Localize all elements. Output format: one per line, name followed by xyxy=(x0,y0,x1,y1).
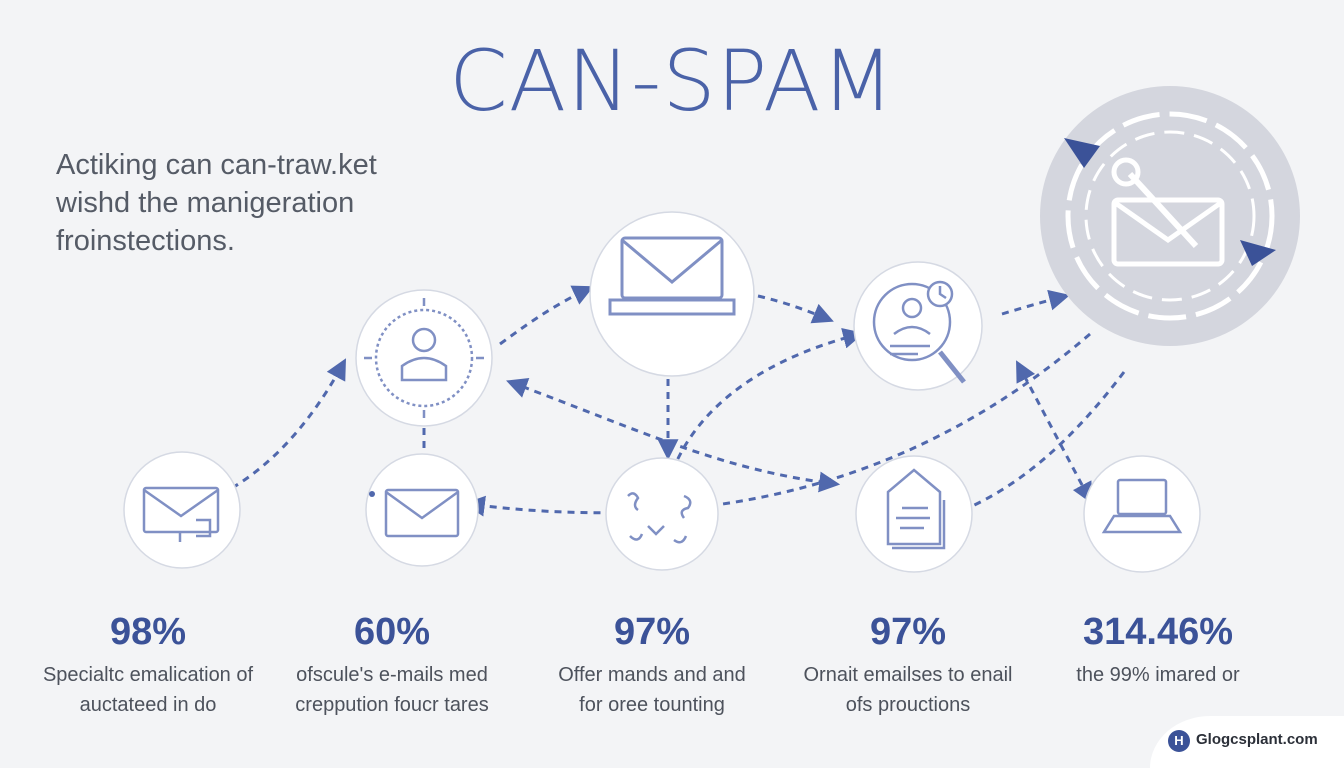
envelope-icon xyxy=(608,236,736,316)
brand-name: Glogcsplant.com xyxy=(1196,731,1318,748)
stat-description-line: auctateed in do xyxy=(79,694,217,716)
stat-description: Ornait emailses to enail ofs prouctions xyxy=(778,660,1038,720)
node-cycle xyxy=(1040,86,1300,346)
node-email-bottom-1 xyxy=(123,451,241,569)
stat-block: 97% Ornait emailses to enail ofs proucti… xyxy=(778,610,1038,720)
intro-line: wishd the manigeration xyxy=(56,187,355,219)
node-email-bottom-2 xyxy=(365,453,479,567)
stat-description: the 99% imared or xyxy=(1028,660,1288,690)
stat-description-line: Specialtc emalication of xyxy=(42,664,254,686)
stat-value: 97% xyxy=(869,611,947,653)
arrow-envelope-to-search xyxy=(757,294,834,324)
stat-block: 60% ofscule's e-mails med creppution fou… xyxy=(262,610,522,720)
brand-badge[interactable]: H Glogcsplant.com xyxy=(1150,716,1344,768)
stat-description-line: Offer mands and and xyxy=(558,664,746,686)
arrow-search-to-cycle xyxy=(1001,289,1071,316)
envelope-icon xyxy=(384,488,460,538)
node-envelope-top xyxy=(589,211,755,377)
document-icon xyxy=(886,468,946,550)
cycle-arrow-right xyxy=(1240,240,1276,266)
stat-block: 314.46% the 99% imared or xyxy=(1028,610,1288,690)
stat-description: ofscule's e-mails med creppution foucr t… xyxy=(262,660,522,720)
laptop-icon xyxy=(1101,478,1183,534)
stat-description-line: creppution foucr tares xyxy=(295,694,489,716)
page-title: CAN-SPAM xyxy=(449,32,895,130)
cycle-arrow-top-left xyxy=(1064,138,1100,168)
stat-description-line: ofscule's e-mails med xyxy=(296,664,488,686)
arrow-user-to-bottom-mid xyxy=(506,377,841,493)
stat-value: 314.46% xyxy=(1082,611,1233,653)
stat-description-line: for oree tounting xyxy=(579,694,725,716)
node-laptop xyxy=(1083,455,1201,573)
stat-description-line: ofs prouctions xyxy=(845,694,971,716)
envelope-icon xyxy=(142,486,220,542)
stat-description: Offer mands and and for oree tounting xyxy=(522,660,782,720)
arrow-cycle-to-envelope xyxy=(463,332,1091,517)
arrow-cycle-to-document xyxy=(967,371,1126,510)
stat-description-line: Ornait emailses to enail xyxy=(803,664,1013,686)
scribble-icon xyxy=(627,492,692,544)
stat-description-line: the 99% imared or xyxy=(1076,664,1240,686)
stat-value: 60% xyxy=(353,611,431,653)
node-user-search xyxy=(853,261,983,391)
node-document xyxy=(855,455,973,573)
node-scribble xyxy=(605,457,719,571)
intro-line: Actiking can can-traw.ket xyxy=(56,149,377,181)
brand-logo-icon: H xyxy=(1168,730,1190,752)
stat-value: 98% xyxy=(109,611,187,653)
intro-line: froinstections. xyxy=(56,225,235,257)
arrow-email-to-user xyxy=(231,358,347,490)
user-search-clock-icon xyxy=(872,280,966,384)
intro-text: Actiking can can-traw.ket wishd the mani… xyxy=(56,146,476,260)
stat-block: 97% Offer mands and and for oree tountin… xyxy=(522,610,782,720)
arrow-user-to-envelope xyxy=(499,285,594,346)
user-icon xyxy=(364,298,484,418)
arrow-search-to-laptop xyxy=(1016,360,1092,504)
stat-description: Specialtc emalication of auctateed in do xyxy=(18,660,278,720)
stat-value: 97% xyxy=(613,611,691,653)
cycle-envelope-icon xyxy=(1065,111,1275,321)
stat-block: 98% Specialtc emalication of auctateed i… xyxy=(18,610,278,720)
node-user xyxy=(355,289,493,427)
